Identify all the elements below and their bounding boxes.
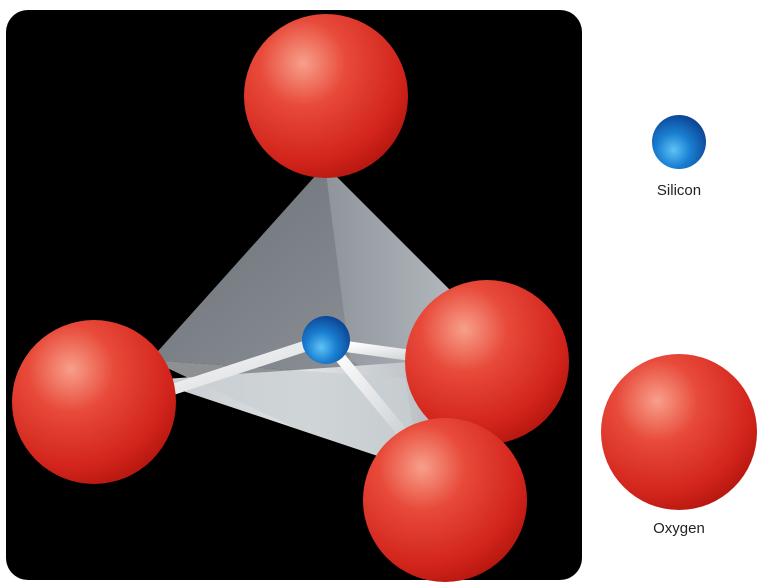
silicon-legend-label: Silicon [656, 182, 702, 199]
bonds [159, 166, 436, 438]
oxygen-atom-top [244, 14, 408, 178]
bond-left [159, 336, 324, 398]
oxygen-legend-label: Oxygen [653, 520, 705, 537]
oxygen-atom-right [405, 280, 569, 444]
silicon-legend-icon [652, 115, 706, 169]
silicon-atom [302, 316, 350, 364]
oxygen-legend-icon [601, 354, 757, 510]
bond-bottom [328, 344, 408, 438]
oxygen-atom-bottom [363, 418, 527, 582]
oxygen-atom-left [12, 320, 176, 484]
tetrahedron-front-face [150, 360, 420, 470]
